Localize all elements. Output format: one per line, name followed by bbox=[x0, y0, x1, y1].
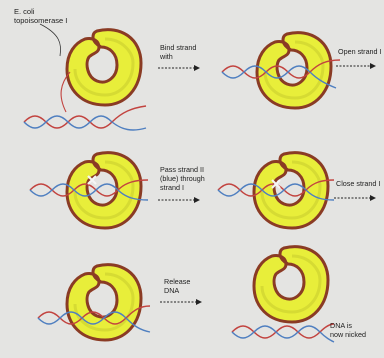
panel-1: E. coli topoisomerase I bbox=[14, 7, 146, 130]
dna-helix-1 bbox=[24, 116, 112, 128]
step-1-label: Bind strand with bbox=[159, 43, 198, 61]
step-4-label: Close strand I bbox=[336, 179, 380, 188]
enzyme-6 bbox=[254, 247, 328, 322]
panel-6: DNA is now nicked bbox=[232, 247, 366, 342]
step-5-label-line-2: DNA bbox=[164, 286, 179, 295]
panel-2 bbox=[222, 33, 340, 108]
enzyme-label-line-1: E. coli bbox=[14, 7, 35, 16]
step-3: Pass strand II (blue) through strand I bbox=[158, 165, 207, 203]
step-3-label-line-1: Pass strand II bbox=[160, 165, 204, 174]
step-1: Bind strand with bbox=[158, 43, 200, 71]
step-5: Release DNA bbox=[160, 277, 202, 305]
enzyme-4 bbox=[254, 153, 328, 228]
step-3-label-line-2: (blue) through bbox=[160, 174, 205, 183]
panel-5 bbox=[38, 265, 150, 340]
step-5-label: Release DNA bbox=[164, 277, 192, 295]
step-2-arrow-head bbox=[370, 63, 376, 69]
step-6-label: DNA is now nicked bbox=[330, 321, 366, 339]
enzyme-5 bbox=[67, 265, 141, 340]
panel-3 bbox=[30, 153, 148, 228]
step-4-label-line-1: Close strand I bbox=[336, 179, 380, 188]
step-3-label: Pass strand II (blue) through strand I bbox=[160, 165, 207, 192]
step-6-label-line-1: DNA is bbox=[330, 321, 352, 330]
step-1-label-line-1: Bind strand bbox=[160, 43, 196, 52]
enzyme-label: E. coli topoisomerase I bbox=[14, 7, 67, 25]
enzyme-1 bbox=[67, 30, 141, 105]
step-2-label-line-1: Open strand I bbox=[338, 47, 382, 56]
step-4: Close strand I bbox=[334, 179, 380, 201]
enzyme-3 bbox=[67, 153, 141, 228]
step-2: Open strand I bbox=[336, 47, 382, 69]
step-3-label-line-3: strand I bbox=[160, 183, 184, 192]
enzyme-pointer-line bbox=[40, 24, 61, 56]
step-4-arrow-head bbox=[370, 195, 376, 201]
panel-4 bbox=[218, 153, 334, 228]
step-1-label-line-2: with bbox=[159, 52, 173, 61]
step-2-label: Open strand I bbox=[338, 47, 382, 56]
enzyme-label-line-2: topoisomerase I bbox=[14, 16, 67, 25]
step-5-arrow-head bbox=[196, 299, 202, 305]
step-6-label-line-2: now nicked bbox=[330, 330, 366, 339]
step-5-label-line-1: Release bbox=[164, 277, 190, 286]
step-1-arrow-head bbox=[194, 65, 200, 71]
dna-helix-6 bbox=[232, 326, 320, 338]
step-3-arrow-head bbox=[194, 197, 200, 203]
